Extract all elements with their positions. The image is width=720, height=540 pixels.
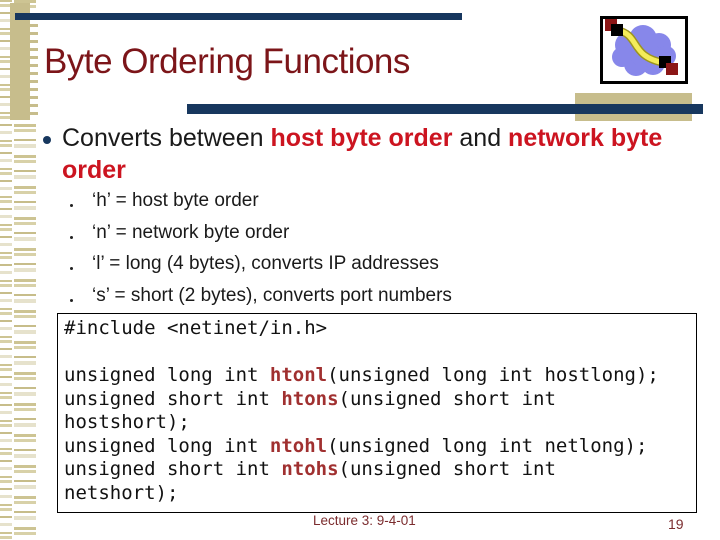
code-keyword: ntohs — [281, 458, 339, 480]
sub-bullet-marker-icon — [70, 267, 73, 271]
node-black-square — [611, 24, 623, 36]
code-keyword: ntohl — [269, 434, 328, 457]
code-text: unsigned short int — [64, 387, 282, 410]
sub-bullet-text: ‘s’ = short (2 bytes), converts port num… — [92, 284, 452, 306]
code-text: (unsigned short int — [338, 387, 556, 410]
tan-block — [10, 3, 30, 120]
comb-pattern — [30, 16, 38, 120]
code-text: (unsigned short int — [338, 458, 556, 480]
code-line: unsigned long int ntohl(unsigned long in… — [64, 435, 696, 459]
footer-lecture-label: Lecture 3: 9-4-01 — [313, 513, 416, 528]
code-line: hostshort); — [64, 411, 696, 435]
body-text: Converts between — [62, 124, 271, 152]
code-line: netshort); — [64, 482, 696, 506]
node-red-square — [666, 63, 678, 75]
code-text: (unsigned long int hostlong); — [327, 364, 659, 386]
sub-bullet-text: ‘h’ = host byte order — [92, 190, 259, 211]
code-line — [64, 341, 696, 365]
cloud-icon — [605, 19, 678, 76]
sub-bullet-list: ‘h’ = host byte order ‘n’ = network byte … — [70, 190, 452, 316]
sub-bullet-item: ‘s’ = short (2 bytes), converts port num… — [70, 285, 452, 317]
code-keyword: htons — [281, 387, 339, 410]
code-text: #include <netinet/in.h> — [64, 317, 328, 339]
code-text: unsigned short int — [64, 458, 282, 480]
code-text: unsigned long int — [64, 434, 270, 457]
emphasis-text: host byte order — [270, 124, 453, 152]
body-text: and — [452, 124, 509, 152]
top-rule-bar — [15, 13, 462, 20]
code-block: #include <netinet/in.h> unsigned long in… — [57, 313, 697, 513]
code-text: hostshort); — [64, 411, 190, 433]
sub-bullet-marker-icon — [70, 235, 73, 239]
code-text: (unsigned long int netlong); — [327, 434, 648, 457]
footer-page-number: 19 — [668, 516, 684, 532]
code-keyword: htonl — [269, 364, 328, 386]
stripe-pattern-outer — [0, 0, 12, 540]
sub-bullet-text: ‘n’ = network byte order — [92, 221, 290, 243]
sub-bullet-marker-icon — [70, 204, 73, 208]
sub-bullet-text: ‘l’ = long (4 bytes), converts IP addres… — [92, 253, 439, 274]
code-text: unsigned long int — [64, 364, 270, 386]
bullet-dot-icon — [43, 136, 51, 144]
sub-bullet-item: ‘l’ = long (4 bytes), converts IP addres… — [70, 253, 452, 285]
sub-bullet-marker-icon — [70, 298, 73, 302]
stripe-pattern-inner — [14, 0, 36, 540]
title-rule-bar — [187, 104, 703, 114]
main-bullet-text: Converts between host byte order and net… — [62, 122, 668, 186]
emphasis-text: network byte order — [62, 124, 663, 184]
code-text: netshort); — [64, 481, 179, 504]
network-cloud-logo — [600, 16, 688, 84]
code-line: unsigned long int htonl(unsigned long in… — [64, 364, 696, 388]
sub-bullet-item: ‘n’ = network byte order — [70, 222, 452, 254]
code-line: #include <netinet/in.h> — [64, 317, 696, 341]
code-line: unsigned short int ntohs(unsigned short … — [64, 458, 696, 482]
page-title: Byte Ordering Functions — [44, 42, 410, 81]
sub-bullet-item: ‘h’ = host byte order — [70, 190, 452, 222]
code-line: unsigned short int htons(unsigned short … — [64, 388, 696, 412]
